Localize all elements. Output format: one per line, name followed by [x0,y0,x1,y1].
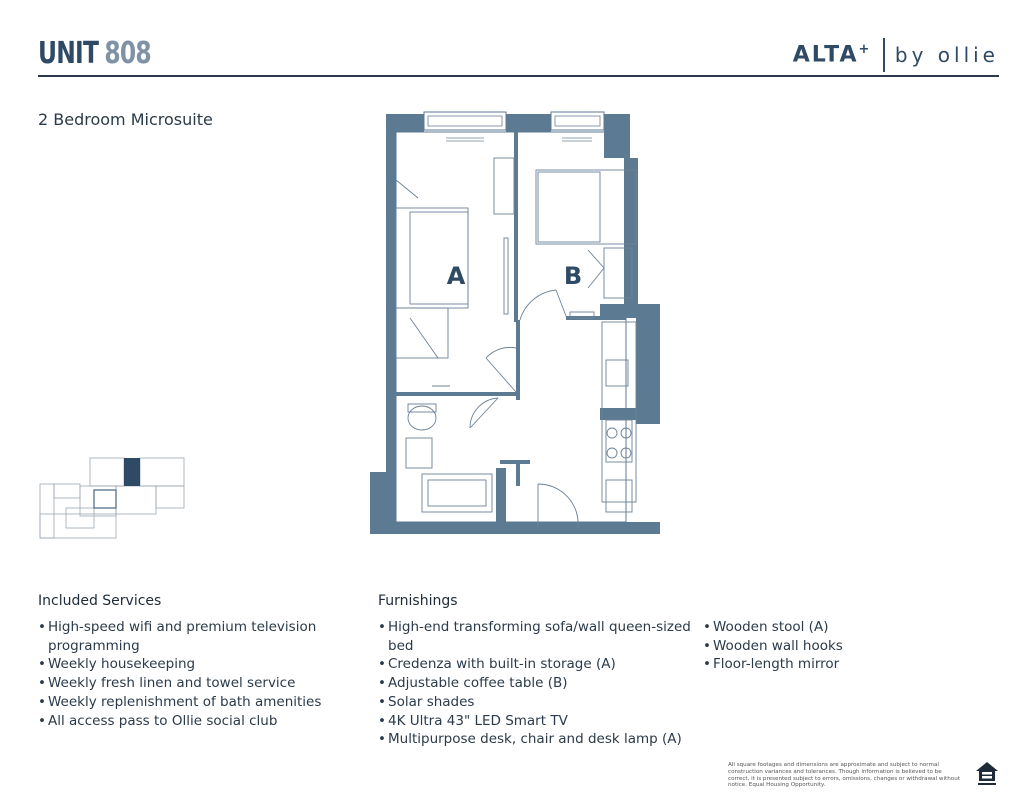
list-item: Solar shades [378,693,698,712]
room-a-label: A [447,262,466,290]
list-item: Wooden wall hooks [703,637,903,656]
floor-plan: A B [370,111,660,534]
header-rule [38,75,999,77]
furnishings-list-col2: Wooden stool (A) Wooden wall hooks Floor… [703,618,903,674]
list-item: Multipurpose desk, chair and desk lamp (… [378,730,698,749]
list-item: 4K Ultra 43" LED Smart TV [378,712,698,731]
unit-word: UNIT [38,36,99,71]
included-services-heading: Included Services [38,593,162,609]
list-item: Weekly housekeeping [38,655,338,674]
list-item: Floor-length mirror [703,655,903,674]
list-item: Weekly replenishment of bath amenities [38,693,338,712]
list-item: All access pass to Ollie social club [38,712,338,731]
furnishings-list-col1: High-end transforming sofa/wall queen-si… [378,618,698,749]
list-item: Adjustable coffee table (B) [378,674,698,693]
brand-logo: ALTA+ by ollie [793,38,999,72]
list-item: Wooden stool (A) [703,618,903,637]
furnishings-heading: Furnishings [378,593,458,609]
equal-housing-icon [976,762,998,785]
list-item: Weekly fresh linen and towel service [38,674,338,693]
list-item: Credenza with built-in storage (A) [378,655,698,674]
included-services-list: High-speed wifi and premium television p… [38,618,338,730]
brand-divider [883,38,885,72]
building-key-plan [39,457,185,539]
list-item: High-end transforming sofa/wall queen-si… [378,618,698,655]
unit-number: 808 [104,36,151,71]
room-b-label: B [564,262,582,290]
disclaimer-text: All square footages and dimensions are a… [728,762,960,789]
list-item: programming [48,637,140,654]
list-item: High-speed wifi and premium television [38,618,338,637]
unit-type-subtitle: 2 Bedroom Microsuite [38,110,213,129]
brand-by: by ollie [894,43,999,67]
brand-name: ALTA+ [792,42,872,68]
